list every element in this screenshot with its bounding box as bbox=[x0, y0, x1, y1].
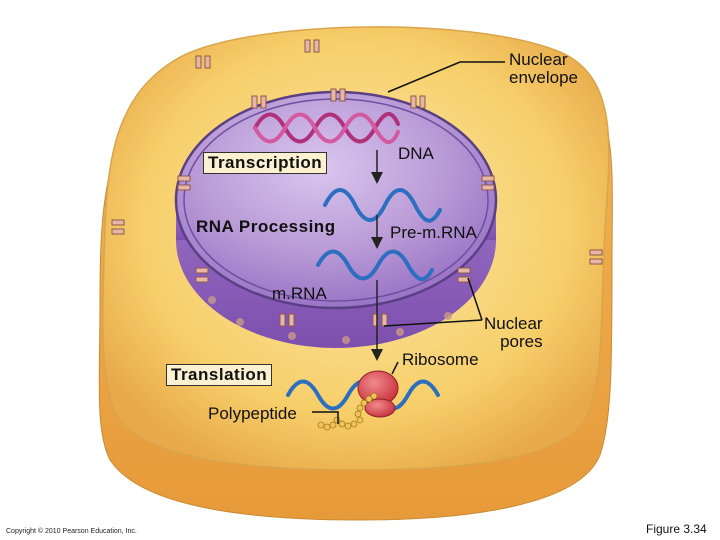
nuclear-pores-leader bbox=[467, 277, 483, 321]
nuclear-pore bbox=[330, 88, 346, 102]
nuclear-pore bbox=[457, 267, 471, 283]
pre-mrna-strand bbox=[323, 188, 442, 223]
nuclear-pores-label: Nuclear pores bbox=[484, 314, 543, 351]
leader-lines bbox=[312, 61, 505, 424]
pre-mrna-label: Pre-m.RNA bbox=[390, 223, 477, 242]
ribosome-leader bbox=[391, 361, 399, 375]
nuclear-envelope-leader bbox=[387, 61, 505, 93]
dna-label: DNA bbox=[398, 144, 434, 163]
mrna-strand bbox=[316, 249, 434, 282]
rna-processing-label: RNA Processing bbox=[196, 217, 336, 236]
nuclear-pore bbox=[410, 95, 426, 109]
polypeptide-label: Polypeptide bbox=[208, 404, 297, 423]
nuclear-pore bbox=[279, 313, 295, 327]
polypeptide-leader bbox=[312, 411, 339, 424]
nuclear-pore bbox=[251, 95, 267, 109]
figure-number: Figure 3.34 bbox=[646, 522, 707, 536]
nuclear-pores-leader-2 bbox=[383, 319, 483, 327]
polypeptide-chain bbox=[317, 392, 378, 431]
nuclear-pores bbox=[177, 88, 495, 327]
nuclear-envelope-label: Nuclear envelope bbox=[509, 50, 579, 87]
nuclear-pore bbox=[177, 175, 191, 191]
ribosome-label: Ribosome bbox=[402, 350, 479, 369]
transcription-label: Transcription bbox=[203, 152, 328, 174]
dna-helix bbox=[253, 112, 400, 144]
mrna-label: m.RNA bbox=[272, 284, 327, 303]
translation-label: Translation bbox=[166, 364, 273, 386]
nuclear-pore bbox=[481, 175, 495, 191]
copyright-text: Copyright © 2010 Pearson Education, Inc. bbox=[6, 528, 137, 535]
nuclear-pore bbox=[195, 267, 209, 283]
